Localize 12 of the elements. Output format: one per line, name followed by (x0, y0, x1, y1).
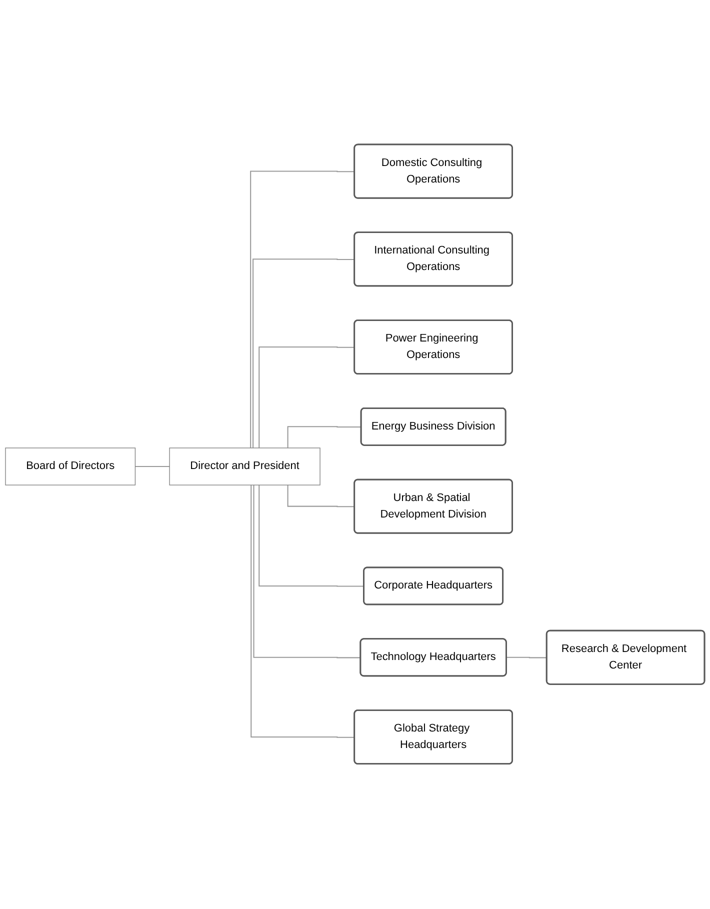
node-box: Director and President (169, 448, 320, 486)
connector (250, 171, 355, 448)
connector (134, 466, 170, 468)
connector (287, 426, 362, 448)
connector (506, 657, 547, 659)
connector (253, 485, 361, 659)
connector (258, 485, 364, 588)
connector (252, 259, 355, 448)
node-box: Board of Directors (5, 448, 136, 486)
connector (250, 485, 355, 738)
connector (258, 346, 355, 448)
connector (287, 485, 355, 508)
